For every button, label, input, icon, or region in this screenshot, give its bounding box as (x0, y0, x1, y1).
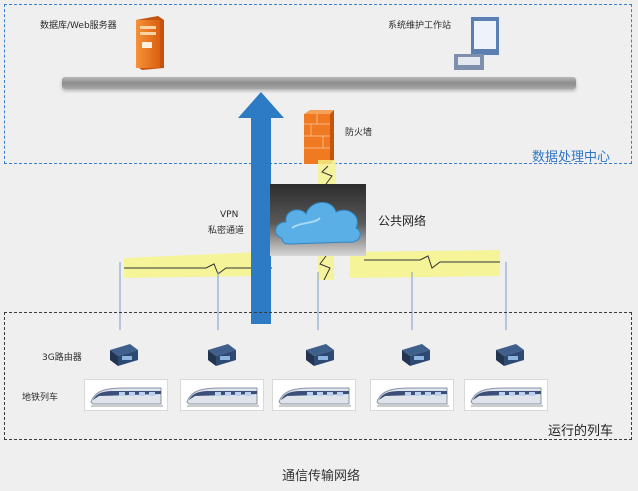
running-trains-label: 运行的列车 (548, 424, 614, 439)
router-icon (496, 344, 524, 366)
router-icon (306, 344, 334, 366)
train-card (180, 379, 264, 411)
server-icon (136, 16, 164, 70)
network-bus (62, 77, 576, 89)
router-row-label: 3G路由器 (42, 353, 82, 363)
lightning-right (364, 255, 500, 269)
workstation-icon (454, 15, 501, 70)
train-icon (278, 387, 351, 407)
signal-band-left (124, 252, 258, 278)
lightning-left (124, 263, 272, 275)
lightning-bottom (319, 255, 331, 281)
train-card (370, 379, 454, 411)
db-server-label: 数据库/Web服务器 (40, 21, 117, 31)
workstation-label: 系统维护工作站 (388, 21, 452, 31)
train-icon (90, 387, 163, 407)
public-network-label: 公共网络 (378, 214, 427, 228)
firewall-label: 防火墙 (345, 128, 373, 138)
train-card (464, 379, 548, 411)
vpn-label-line2: 私密通道 (208, 226, 245, 236)
cloud-icon (275, 202, 361, 245)
train-row-label: 地铁列车 (22, 393, 59, 403)
data-center-label: 数据处理中心 (532, 150, 611, 165)
vpn-arrow-head (238, 92, 284, 118)
router-icon (402, 344, 430, 366)
router-icon (208, 344, 236, 366)
signal-band-right (350, 250, 500, 278)
router-icon (110, 344, 138, 366)
train-card (272, 379, 356, 411)
train-icon (376, 387, 449, 407)
train-icon (186, 387, 259, 407)
vpn-arrow-shaft (251, 118, 271, 324)
signal-band-firewall (318, 160, 336, 184)
vpn-label-line1: VPN (220, 210, 239, 220)
train-card (84, 379, 168, 411)
lightning-top (321, 165, 333, 185)
train-icon (470, 387, 543, 407)
firewall-icon (304, 110, 334, 164)
train-region (4, 312, 632, 440)
diagram-caption: 通信传输网络 (282, 469, 361, 484)
